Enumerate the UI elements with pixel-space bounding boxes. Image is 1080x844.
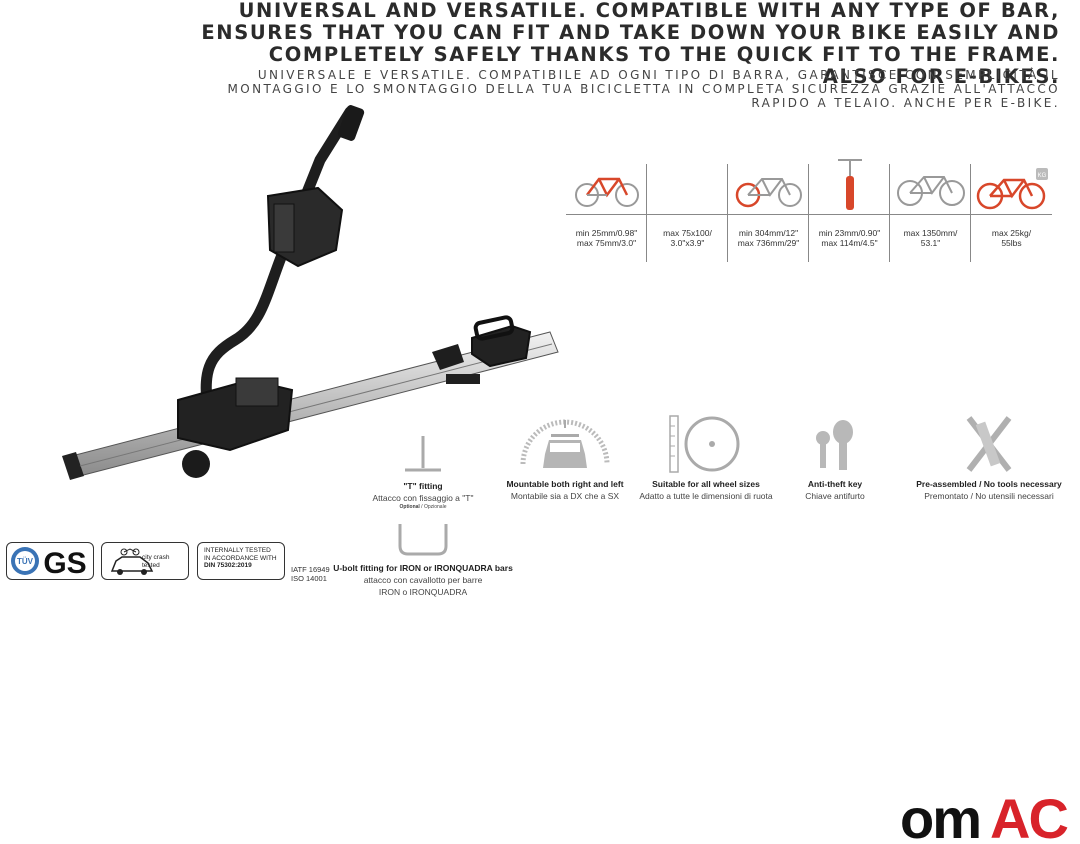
din-test-badge: INTERNALLY TESTED IN ACCORDANCE WITH DIN… xyxy=(197,542,285,580)
tuv-gs-badge: TÜV GS xyxy=(6,542,94,580)
spec-column-divider xyxy=(646,164,647,262)
car-mount-icon xyxy=(500,412,630,474)
feature-t-fitting: "T" fitting Attacco con fissaggio a "T" … xyxy=(346,432,500,511)
ubolt-icon xyxy=(330,522,516,558)
key-icon xyxy=(780,412,890,474)
headline-english: UNIVERSAL AND VERSATILE. COMPATIBLE WITH… xyxy=(201,0,1060,88)
bike-wheelbase-icon xyxy=(728,164,809,214)
bike-frame-oval-icon xyxy=(647,164,728,214)
omac-logo: om AC xyxy=(900,788,1069,844)
bike-length-icon xyxy=(890,164,971,214)
spec-value-wheelbase: min 304mm/12"max 736mm/29" xyxy=(737,228,800,248)
feature-all-wheel-sizes: Suitable for all wheel sizes Adatto a tu… xyxy=(636,412,776,502)
feature-anti-theft-key: Anti-theft key Chiave antifurto xyxy=(780,412,890,502)
spec-table: KG min 25mm/0.98"max 75mm/3.0" max 75x10… xyxy=(566,159,1052,262)
spec-value-bike-length: max 1350mm/53.1" xyxy=(903,228,958,248)
crash-tested-badge: city crash tested xyxy=(101,542,189,580)
logo-text-dark: om xyxy=(900,788,980,844)
headline-italian: UNIVERSALE E VERSATILE. COMPATIBILE AD O… xyxy=(227,68,1060,110)
iatf-iso-text: IATF 16949 ISO 14001 xyxy=(291,565,330,583)
bike-weight-icon: KG xyxy=(971,164,1052,214)
wheel-ruler-icon xyxy=(636,412,776,474)
feature-ubolt-fitting: U-bolt fitting for IRON or IRONQUADRA ba… xyxy=(330,522,516,598)
bike-carrier-product-image xyxy=(62,105,559,480)
crash-tested-label: city crash tested xyxy=(142,554,170,569)
tuv-mark: TÜV xyxy=(17,557,34,566)
feature-no-tools: Pre-assembled / No tools necessary Premo… xyxy=(914,412,1064,502)
tyre-width-icon xyxy=(809,154,890,214)
spec-value-weight: max 25kg/55lbs xyxy=(991,228,1032,248)
spec-column-divider xyxy=(727,164,728,262)
gs-mark: GS xyxy=(43,547,86,579)
logo-text-red: AC xyxy=(990,788,1067,844)
spec-column-divider xyxy=(889,164,890,262)
weight-badge-label: KG xyxy=(1037,173,1046,179)
spec-column-divider xyxy=(808,164,809,262)
spec-value-frame-oval: max 75x100/3.0"x3.9" xyxy=(663,228,712,248)
spec-divider xyxy=(566,214,1052,215)
t-fitting-icon xyxy=(346,432,500,476)
bike-frame-tube-icon xyxy=(566,164,647,214)
spec-value-frame-tube: min 25mm/0.98"max 75mm/3.0" xyxy=(575,228,638,248)
car-bike-icon xyxy=(110,548,154,575)
spec-value-tyre-width: min 23mm/0.90"max 114m/4.5" xyxy=(818,228,881,248)
feature-mount-both-sides: Mountable both right and left Montabile … xyxy=(500,412,630,502)
no-tools-icon xyxy=(914,412,1064,474)
spec-column-divider xyxy=(970,164,971,262)
